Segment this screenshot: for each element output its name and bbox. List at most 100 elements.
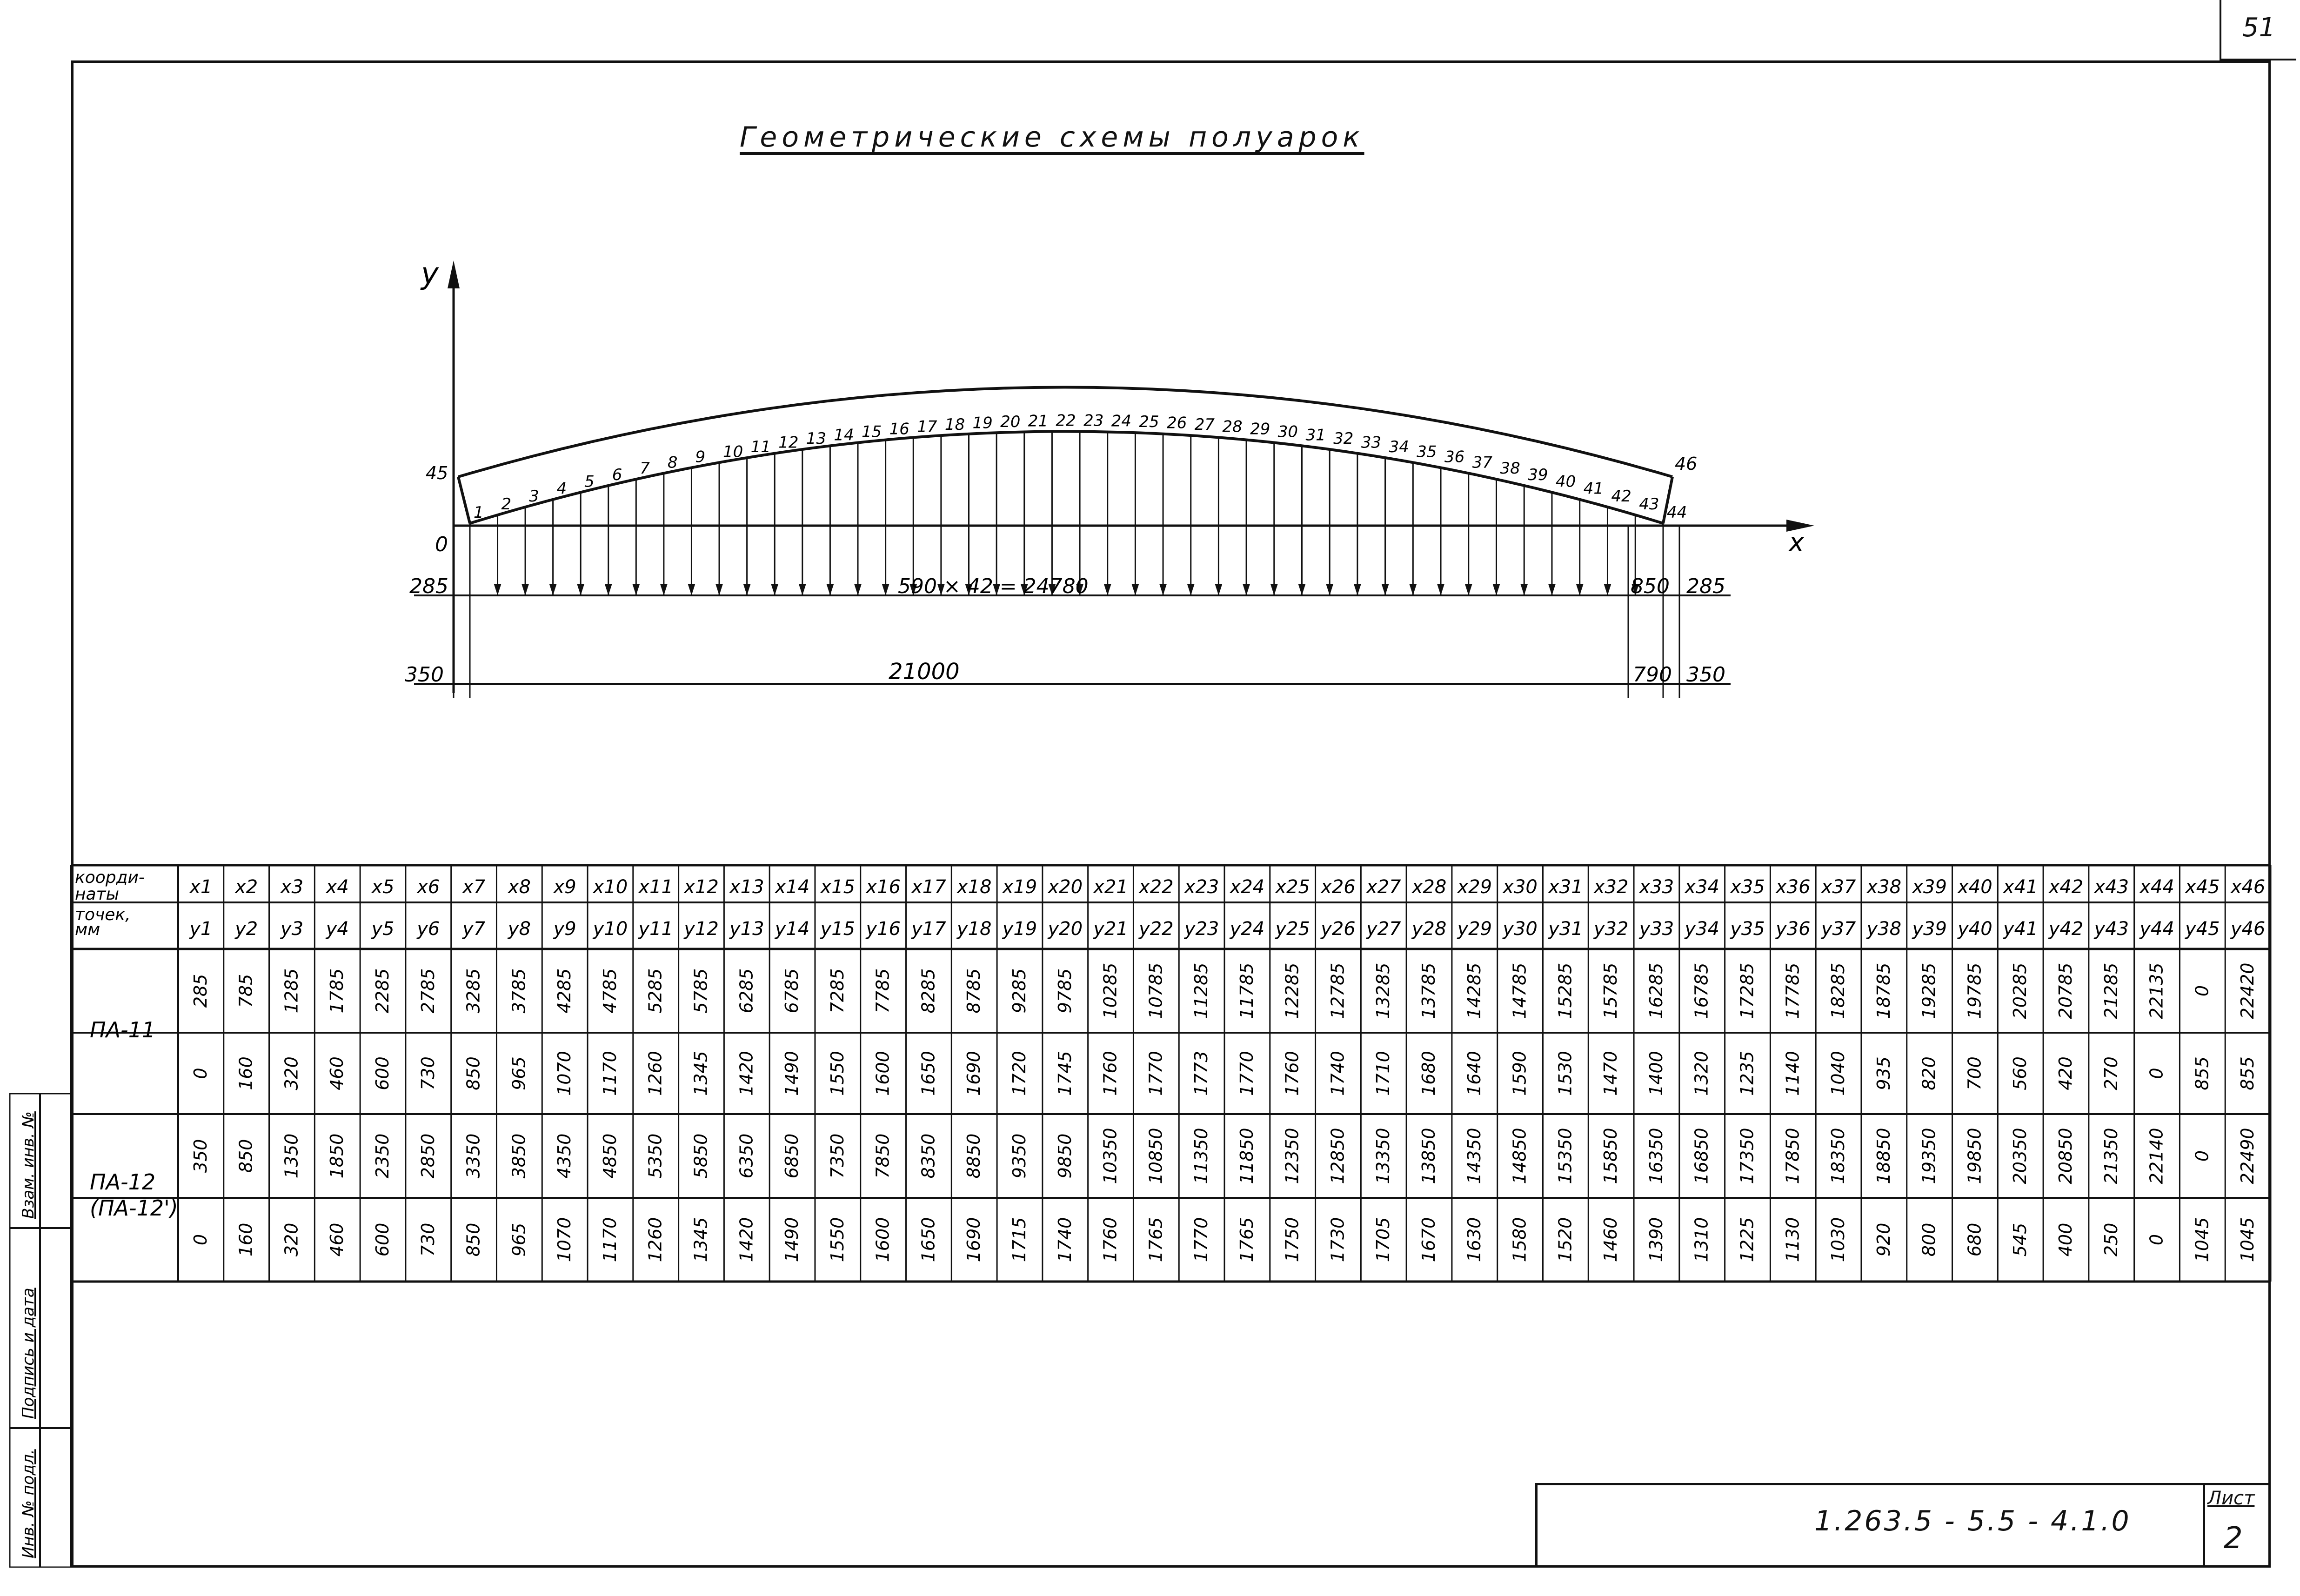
table-cell: 1850 xyxy=(327,1134,347,1179)
dim-tick-arrow xyxy=(1437,584,1445,595)
table-cell: 1530 xyxy=(1555,1051,1575,1096)
table-col-header-y: y18 xyxy=(956,918,992,940)
table-col-header-x: x20 xyxy=(1047,876,1083,898)
arch-top-chord xyxy=(458,386,1673,478)
table-col-header-y: y40 xyxy=(1957,918,1992,940)
table-cell: 9850 xyxy=(1055,1134,1075,1179)
table-cell: 2785 xyxy=(418,968,438,1014)
point-label: 2 xyxy=(501,495,512,514)
dim-tick-arrow xyxy=(1576,584,1584,595)
dim-tick-arrow xyxy=(909,584,917,595)
table-col-header-y: y2 xyxy=(234,918,258,940)
dim-tick-arrow xyxy=(1492,584,1500,595)
table-col-header-y: y4 xyxy=(326,918,349,940)
table-cell: 15350 xyxy=(1555,1128,1575,1184)
table-col-header-y: y12 xyxy=(683,918,719,940)
table-cell: 1400 xyxy=(1646,1051,1666,1096)
table-col-header-y: y15 xyxy=(820,918,856,940)
point-label: 9 xyxy=(695,447,705,466)
table-cell: 9785 xyxy=(1055,968,1075,1014)
table-cell: 1600 xyxy=(873,1051,893,1096)
dim-tick-arrow xyxy=(715,584,723,595)
table-cell: 13785 xyxy=(1418,963,1439,1019)
dim-tick-arrow xyxy=(1464,584,1472,595)
table-col-header-y: y21 xyxy=(1093,918,1128,940)
dim-tick-arrow xyxy=(1326,584,1334,595)
side-stamp: Инв. № подл. Подпись и дата Взам. инв. № xyxy=(9,1093,71,1568)
table-col-header-x: x25 xyxy=(1274,876,1310,898)
table-col-header-y: y17 xyxy=(911,918,946,940)
table-col-header-y: y9 xyxy=(553,918,576,940)
table-cell: 1310 xyxy=(1692,1217,1712,1262)
table-col-header-x: x6 xyxy=(416,876,440,898)
table-cell: 855 xyxy=(2237,1056,2258,1090)
table-cell: 8785 xyxy=(963,968,984,1014)
point-label: 13 xyxy=(806,429,826,448)
dim-tick-arrow xyxy=(632,584,640,595)
table-cell: 460 xyxy=(327,1056,347,1090)
table-col-header-x: x22 xyxy=(1138,876,1174,898)
table-col-header-x: x16 xyxy=(865,876,901,898)
table-cell: 17350 xyxy=(1737,1128,1758,1184)
table-cell: 680 xyxy=(1964,1223,1985,1257)
table-cell: 270 xyxy=(2101,1056,2121,1090)
table-cell: 1470 xyxy=(1600,1051,1621,1096)
point-label: 32 xyxy=(1333,429,1353,448)
table-header-label: точек, xyxy=(75,905,131,924)
dim-tick-arrow xyxy=(993,584,1001,595)
document-code: 1.263.5 - 5.5 - 4.1.0 xyxy=(1814,1505,2131,1537)
table-col-header-y: y10 xyxy=(593,918,628,940)
table-cell: 11285 xyxy=(1191,963,1211,1019)
table-col-header-y: y27 xyxy=(1366,918,1401,940)
table-cell: 5285 xyxy=(645,968,666,1014)
table-cell: 11785 xyxy=(1237,963,1257,1019)
stamp-vzam-inv: Взам. инв. № xyxy=(19,1111,38,1219)
table-col-header-x: x10 xyxy=(592,876,628,898)
stamp-signature-date: Подпись и дата xyxy=(19,1288,38,1419)
table-col-header-x: x34 xyxy=(1684,876,1719,898)
point-label: 41 xyxy=(1584,480,1604,498)
table-row-label: (ПА-12') xyxy=(90,1195,178,1221)
dim-tick-arrow xyxy=(798,584,806,595)
table-cell: 10350 xyxy=(1100,1128,1121,1184)
y-axis-label: y xyxy=(420,257,439,291)
table-col-header-x: x46 xyxy=(2230,876,2266,898)
table-cell: 6850 xyxy=(782,1134,802,1179)
dim-span: 21000 xyxy=(889,659,960,685)
table-cell: 4285 xyxy=(554,968,575,1014)
table-cell: 1420 xyxy=(736,1051,756,1096)
table-col-header-x: x28 xyxy=(1411,876,1447,898)
table-cell: 8350 xyxy=(918,1134,938,1179)
table-col-header-x: x42 xyxy=(2048,876,2084,898)
table-cell: 1773 xyxy=(1191,1051,1211,1096)
table-col-header-x: x18 xyxy=(956,876,992,898)
drawing-title: Геометрические схемы полуарок xyxy=(740,121,1364,154)
table-cell: 5785 xyxy=(691,968,711,1014)
dim-tick-arrow xyxy=(1270,584,1278,595)
dim-tick-arrow xyxy=(577,584,585,595)
table-col-header-x: x4 xyxy=(325,876,349,898)
dim-left-bottom: 350 xyxy=(405,663,444,687)
table-cell: 16785 xyxy=(1692,963,1712,1019)
table-cell: 1550 xyxy=(827,1051,848,1096)
sheet-number: 2 xyxy=(2224,1521,2243,1556)
table-cell: 1225 xyxy=(1737,1217,1758,1262)
table-cell: 0 xyxy=(2146,1234,2167,1245)
title-block xyxy=(1535,1483,2271,1568)
table-cell: 1650 xyxy=(918,1051,938,1096)
table-row-label: ПА-11 xyxy=(90,1017,155,1042)
table-cell: 1590 xyxy=(1510,1051,1530,1096)
table-cell: 13285 xyxy=(1373,963,1393,1019)
table-cell: 1580 xyxy=(1510,1217,1530,1262)
table-cell: 15850 xyxy=(1600,1128,1621,1184)
table-cell: 14350 xyxy=(1464,1128,1484,1184)
dim-tick-arrow xyxy=(494,584,501,595)
point-label: 44 xyxy=(1667,503,1687,522)
point-label: 25 xyxy=(1139,413,1159,431)
table-cell: 14285 xyxy=(1464,963,1484,1019)
table-cell: 1680 xyxy=(1418,1051,1439,1096)
table-cell: 350 xyxy=(190,1139,211,1173)
table-cell: 1650 xyxy=(918,1217,938,1262)
dim-tick-arrow xyxy=(604,584,612,595)
table-col-header-y: y19 xyxy=(1002,918,1037,940)
